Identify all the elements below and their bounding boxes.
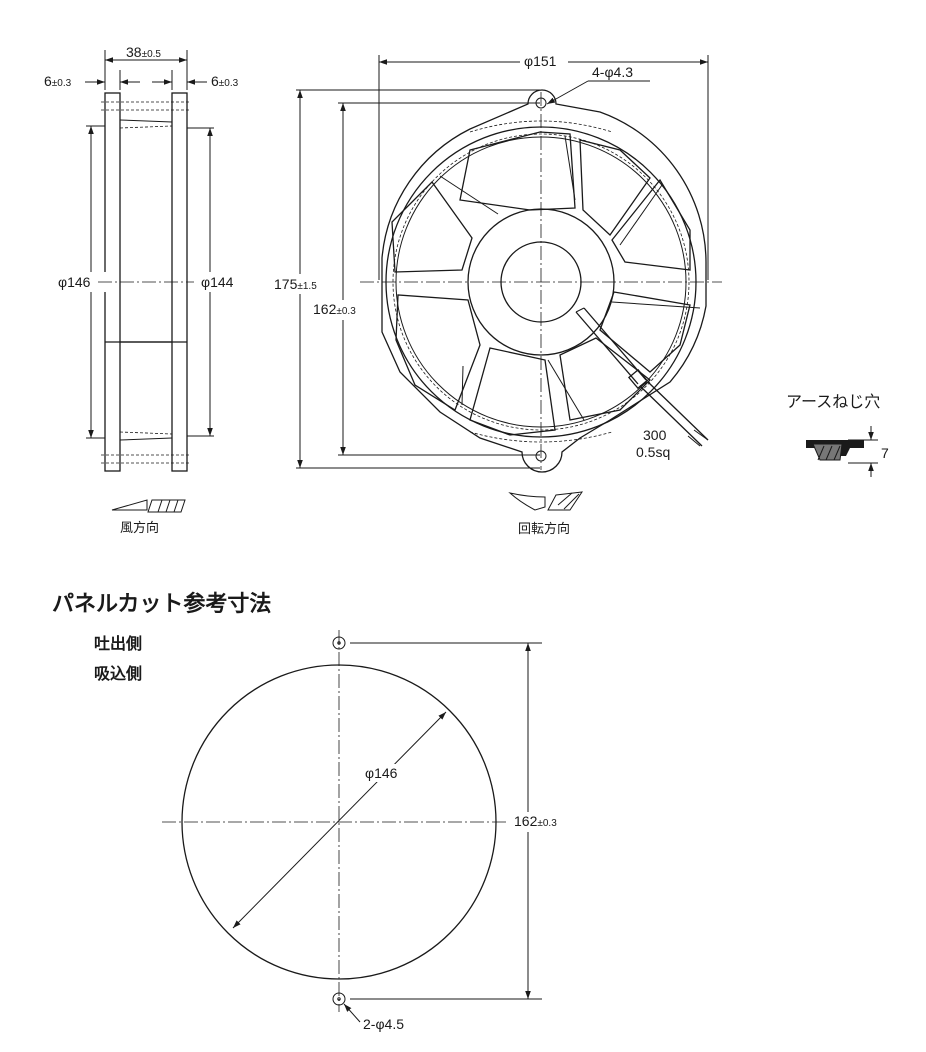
panel-cut: パネルカット参考寸法 吐出側 吸込側 φ146 162±0.3 2-φ4.5 (52, 591, 570, 1032)
holes-label: 4-φ4.3 (592, 64, 633, 80)
lead-length: 300 (643, 427, 667, 443)
earth-screw-label: アースねじ穴 (786, 392, 880, 411)
flange-left-dim: 6±0.3 (44, 73, 72, 89)
earth-screw-dim: 7 (881, 445, 889, 461)
side-label-outlet: 吐出側 (94, 634, 142, 653)
front-view: φ151 4-φ4.3 175±1.5 162±0.3 (273, 52, 722, 537)
side-label-inlet: 吸込側 (94, 664, 142, 683)
rotation-label: 回転方向 (518, 521, 570, 537)
earth-screw-detail: アースねじ穴 7 (786, 392, 889, 477)
rotation-arrow-icon (508, 491, 584, 511)
airflow-label: 風方向 (120, 520, 159, 536)
lead-size: 0.5sq (636, 444, 670, 460)
panel-cut-title: パネルカット参考寸法 (52, 591, 271, 617)
lead-wire (575, 307, 709, 447)
panel-holes-label: 2-φ4.5 (363, 1016, 404, 1032)
width-dim: 38±0.5 (126, 44, 161, 60)
height-dim: 175±1.5 (274, 276, 317, 292)
airflow-arrow-icon (111, 499, 186, 513)
panel-pitch-dim: 162±0.3 (514, 813, 557, 829)
dia-outer-dim: φ146 (58, 274, 91, 290)
flange-right-dim: 6±0.3 (211, 73, 239, 89)
panel-dia-dim: φ146 (365, 765, 398, 781)
frame-dia-dim: φ151 (524, 53, 557, 69)
pitch-dim: 162±0.3 (313, 301, 356, 317)
dia-inner-dim: φ144 (201, 274, 234, 290)
side-view: 38±0.5 6±0.3 6±0.3 φ146 (44, 44, 246, 536)
